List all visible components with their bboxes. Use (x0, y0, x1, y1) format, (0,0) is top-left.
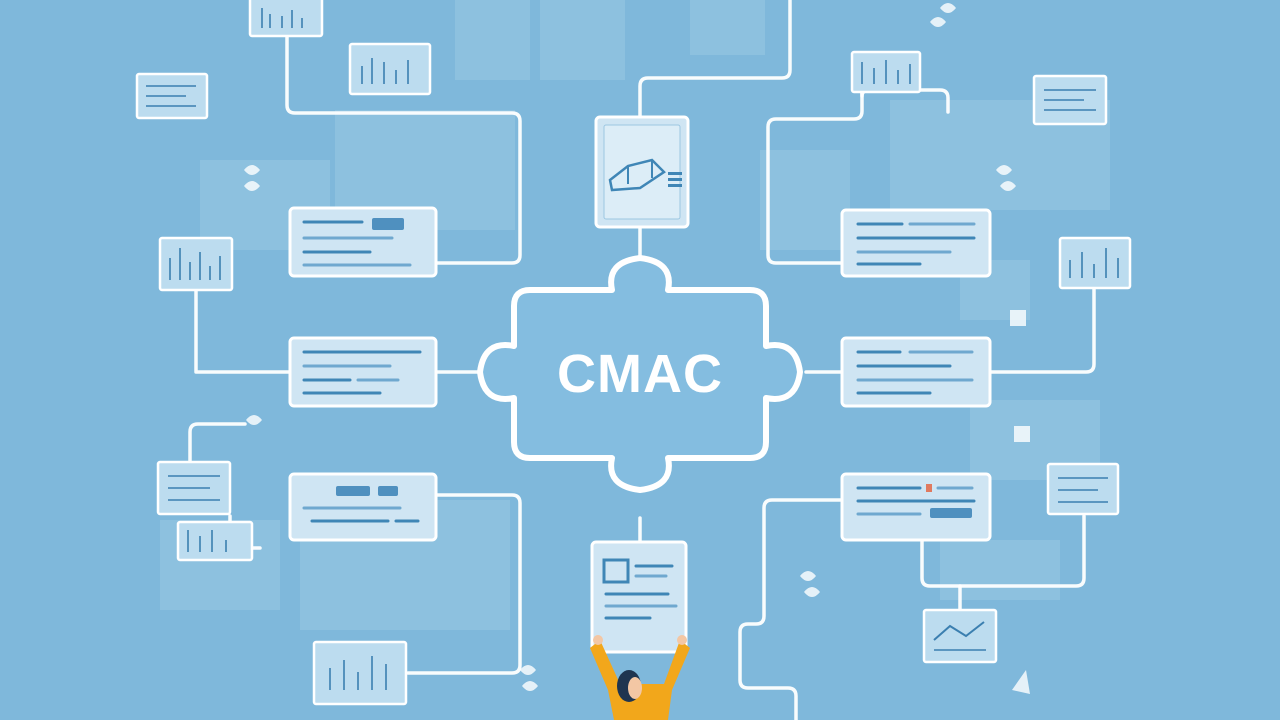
leaf-icon (1014, 426, 1030, 442)
leaf-icon (246, 415, 262, 425)
leaf-icon (1012, 670, 1030, 694)
right-card-1[interactable] (840, 208, 992, 278)
leaf-icon (520, 665, 538, 691)
puzzle-icon (477, 255, 803, 493)
chart-icon (312, 640, 408, 706)
chart-icon (248, 0, 324, 38)
background-ghost-panels (160, 0, 1110, 630)
right-card-3[interactable] (840, 472, 992, 542)
hub-label: CMAC (557, 344, 723, 404)
leaf-icon (800, 571, 820, 597)
leaf-icon (1010, 310, 1026, 326)
chart-icon (608, 158, 682, 192)
right-card-2[interactable] (840, 336, 992, 408)
left-card-2[interactable] (288, 336, 438, 408)
chart-icon (922, 608, 998, 664)
leaf-icon (244, 165, 260, 191)
bottom-document-card[interactable] (590, 540, 688, 654)
chart-icon (156, 460, 232, 516)
left-card-3[interactable] (288, 472, 438, 542)
chart-icon (1058, 236, 1132, 290)
person-icon (590, 635, 690, 720)
chart-icon (348, 42, 432, 96)
leaf-icons (244, 3, 1030, 694)
document-icon (1046, 462, 1120, 516)
chart-icon (850, 50, 922, 94)
leaf-icon (996, 165, 1016, 191)
chart-icon (176, 520, 254, 562)
document-icon (135, 72, 209, 120)
document-icon (1032, 74, 1108, 126)
mini-chart-icons (135, 0, 1132, 706)
chart-icon (158, 236, 234, 292)
top-document-card[interactable] (594, 115, 690, 229)
left-card-1[interactable] (288, 206, 438, 278)
leaf-icon (930, 3, 956, 27)
